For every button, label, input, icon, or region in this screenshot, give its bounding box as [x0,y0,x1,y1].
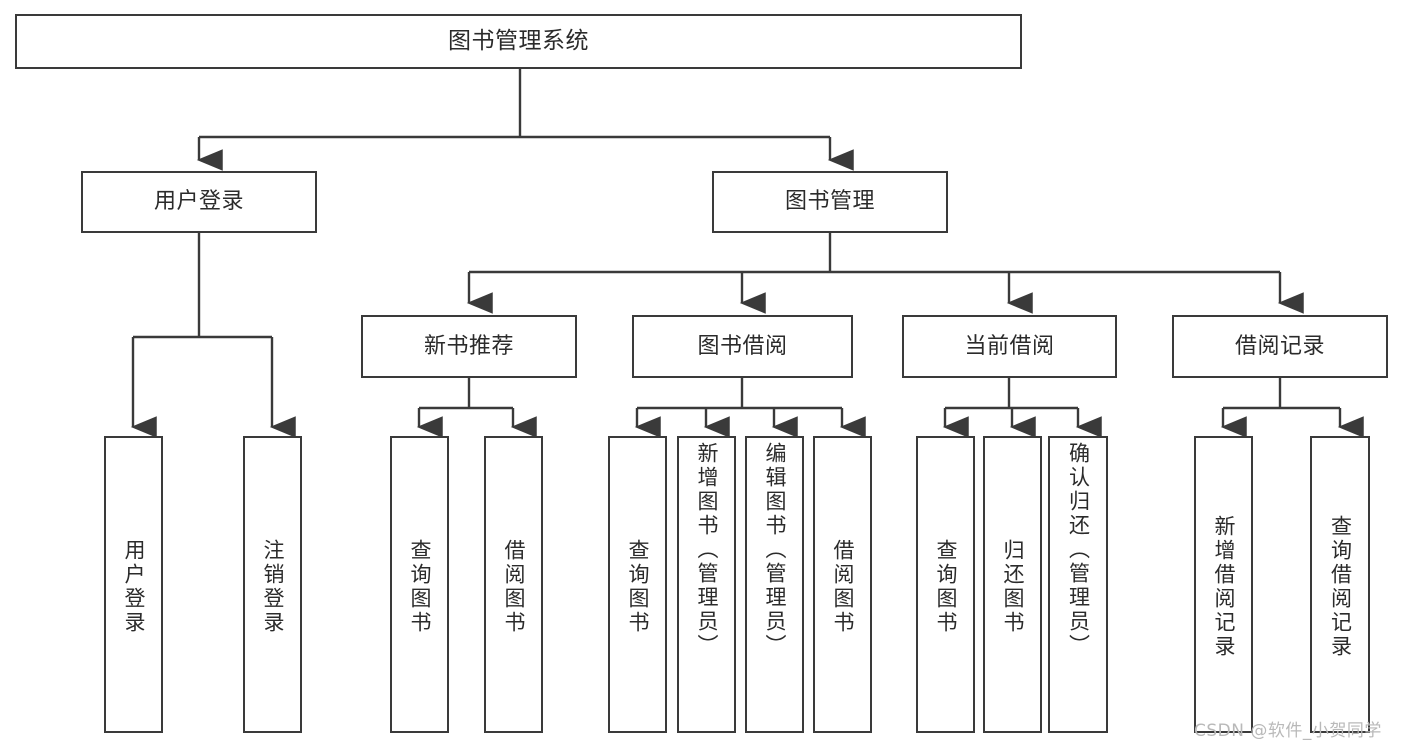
node-label: 新书推荐 [423,333,514,359]
node-label: 新增借阅记录 [1212,514,1236,659]
node-label: 查询图书 [626,538,650,635]
node-label: 借阅图书 [831,538,855,635]
node-new-book-recommend[interactable]: 新书推荐 [361,315,577,378]
leaf-new-book-borrow[interactable]: 借阅图书 [484,436,543,733]
node-label: 确认归还（管理员） [1066,442,1091,658]
node-label: 归还图书 [1001,538,1025,635]
node-label: 图书管理系统 [448,27,589,54]
node-user-login[interactable]: 用户登录 [81,171,317,233]
node-book-borrow[interactable]: 图书借阅 [632,315,853,378]
node-label: 注销登录 [261,538,285,635]
node-label: 查询借阅记录 [1328,514,1353,659]
node-label: 图书借阅 [697,333,788,359]
leaf-book-borrow-query[interactable]: 查询图书 [608,436,667,733]
node-label: 借阅图书 [502,538,526,635]
node-label: 查询图书 [934,538,958,635]
csdn-watermark: CSDN @软件_小贺同学 [1194,721,1382,741]
leaf-book-borrow-edit[interactable]: 编辑图书（管理员） [745,436,804,733]
node-label: 借阅记录 [1234,333,1325,359]
node-label: 查询图书 [408,538,432,635]
node-root-system[interactable]: 图书管理系统 [15,14,1022,69]
leaf-current-borrow-query[interactable]: 查询图书 [916,436,975,733]
node-label: 图书管理 [784,189,875,215]
leaf-borrow-record-query[interactable]: 查询借阅记录 [1310,436,1370,733]
node-borrow-record[interactable]: 借阅记录 [1172,315,1388,378]
leaf-new-book-query[interactable]: 查询图书 [390,436,449,733]
leaf-current-borrow-confirm[interactable]: 确认归还（管理员） [1048,436,1108,733]
node-current-borrow[interactable]: 当前借阅 [902,315,1117,378]
leaf-book-borrow-borrow[interactable]: 借阅图书 [813,436,872,733]
leaf-current-borrow-return[interactable]: 归还图书 [983,436,1042,733]
node-label: 用户登录 [153,189,244,215]
leaf-borrow-record-add[interactable]: 新增借阅记录 [1194,436,1253,733]
node-label: 用户登录 [122,538,146,635]
node-label: 编辑图书（管理员） [763,442,787,658]
node-label: 当前借阅 [964,333,1055,359]
node-book-management[interactable]: 图书管理 [712,171,948,233]
node-label: 新增图书（管理员） [695,442,719,658]
leaf-book-borrow-add[interactable]: 新增图书（管理员） [677,436,736,733]
leaf-user-logout[interactable]: 注销登录 [243,436,302,733]
leaf-user-login[interactable]: 用户登录 [104,436,163,733]
